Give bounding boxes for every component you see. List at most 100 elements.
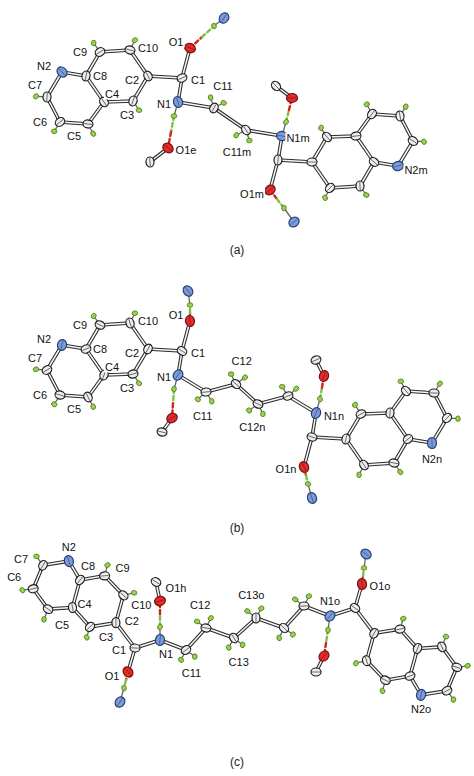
atom-ellipsoid: [400, 385, 413, 398]
hydrogen-atom: [363, 101, 370, 108]
hydrogen-atom: [233, 132, 240, 139]
atom-ellipsoid: [156, 427, 168, 437]
ellipsoid-axis: [168, 416, 176, 421]
hydrogen-atom: [171, 386, 177, 392]
ellipsoid-axis: [300, 605, 308, 607]
ellipsoid-axis: [406, 675, 414, 678]
atom-ellipsoid: [368, 627, 380, 640]
ellipsoid-axis: [221, 14, 226, 21]
atom-ellipsoid: [94, 46, 107, 58]
atom-ellipsoid: [278, 622, 291, 635]
atom-ellipsoid: [429, 389, 439, 397]
atom-ellipsoid: [125, 317, 136, 329]
hydrogen-atom: [306, 593, 313, 599]
hydrogen-atom: [32, 93, 39, 100]
hydrogen-atom: [225, 644, 232, 651]
ellipsoid-axis: [410, 139, 417, 143]
atom-ellipsoid: [252, 613, 260, 623]
ellipsoid-axis: [68, 557, 71, 566]
hydrogen-atom: [19, 587, 26, 594]
ellipsoid-axis: [308, 161, 316, 162]
ellipsoid-axis: [102, 99, 107, 106]
atom-label: O1: [168, 37, 185, 48]
atom-ellipsoid: [153, 595, 166, 607]
atom-label: O1: [104, 671, 121, 682]
hydrogen-atom: [83, 634, 90, 641]
atom-ellipsoid: [82, 391, 94, 403]
ellipsoid-axis: [177, 98, 180, 107]
hydrogen-atom: [322, 194, 328, 201]
ellipsoid-axis: [232, 635, 236, 642]
atom-label: O1e: [175, 145, 198, 156]
panel-label: (a): [229, 244, 246, 256]
atom-ellipsoid: [394, 624, 405, 634]
ellipsoid-axis: [159, 636, 160, 645]
ellipsoid-axis: [416, 645, 419, 652]
atom-ellipsoid: [240, 124, 252, 137]
atom-ellipsoid: [142, 343, 154, 356]
ellipsoid-axis: [131, 647, 139, 648]
ellipsoid-axis: [96, 323, 103, 326]
atom-ellipsoid: [307, 158, 317, 166]
hydrogen-atom: [292, 596, 299, 603]
hydrogen-atom: [207, 615, 214, 622]
atom-ellipsoid: [124, 45, 136, 55]
ellipsoid-axis: [281, 625, 287, 630]
atom-ellipsoid: [27, 584, 39, 594]
atom-ellipsoid: [427, 437, 436, 448]
atom-label: C11: [192, 410, 213, 421]
ellipsoid-axis: [277, 156, 279, 164]
hydrogen-atom: [194, 396, 201, 403]
ellipsoid-axis: [186, 46, 194, 50]
atom-ellipsoid: [185, 315, 196, 327]
atom-ellipsoid: [56, 339, 67, 352]
atom-label: C3: [98, 631, 114, 642]
atom-label: C12: [189, 599, 211, 610]
atom-label: C10: [137, 43, 159, 54]
atom-label: N2o: [410, 703, 432, 714]
atom-ellipsoid: [230, 378, 243, 391]
atom-label: C1: [190, 348, 206, 359]
atom-ellipsoid: [113, 695, 127, 709]
atom-label: N2: [36, 61, 52, 72]
atom-ellipsoid: [172, 95, 184, 108]
hydrogen-atom: [90, 403, 96, 410]
atom-label: C12n: [238, 422, 266, 433]
hydrogen-atom: [192, 653, 198, 659]
hydrogen-atom: [282, 205, 287, 211]
ellipsoid-axis: [390, 462, 398, 463]
atom-label: C7: [27, 80, 43, 91]
atom-label: N1: [156, 99, 172, 110]
atom-label: C9: [72, 320, 88, 331]
atom-label: C1: [190, 75, 206, 86]
ellipsoid-axis: [132, 97, 135, 105]
ellipsoid-axis: [156, 600, 165, 602]
hydrogen-atom: [104, 562, 111, 569]
atom-ellipsoid: [385, 408, 394, 419]
atom-ellipsoid: [142, 70, 154, 83]
hydrogen-atom: [171, 113, 177, 118]
ellipsoid-axis: [82, 348, 89, 351]
ellipsoid-axis: [45, 607, 52, 611]
atom-label: C4: [104, 89, 120, 100]
hydrogen-atom: [379, 687, 385, 694]
hydrogen-atom: [276, 634, 282, 641]
atom-label: C2: [124, 348, 140, 359]
atom-label: N2m: [403, 165, 428, 176]
atom-ellipsoid: [54, 116, 67, 129]
ellipsoid-axis: [431, 439, 432, 448]
atom-label: C11: [212, 80, 233, 91]
ellipsoid-axis: [129, 319, 131, 327]
atom-ellipsoid: [323, 609, 337, 623]
ellipsoid-axis: [59, 69, 65, 76]
ellipsoid-axis: [430, 392, 438, 393]
atom-ellipsoid: [306, 491, 318, 504]
atom-ellipsoid: [180, 644, 193, 656]
atom-label: C8: [92, 344, 108, 355]
hydrogen-atom: [157, 623, 164, 630]
atom-ellipsoid: [37, 559, 49, 572]
ellipsoid-axis: [396, 628, 404, 630]
atom-label: O1m: [239, 189, 265, 200]
panel-label: (b): [229, 522, 246, 534]
atom-label: C3: [119, 110, 135, 121]
